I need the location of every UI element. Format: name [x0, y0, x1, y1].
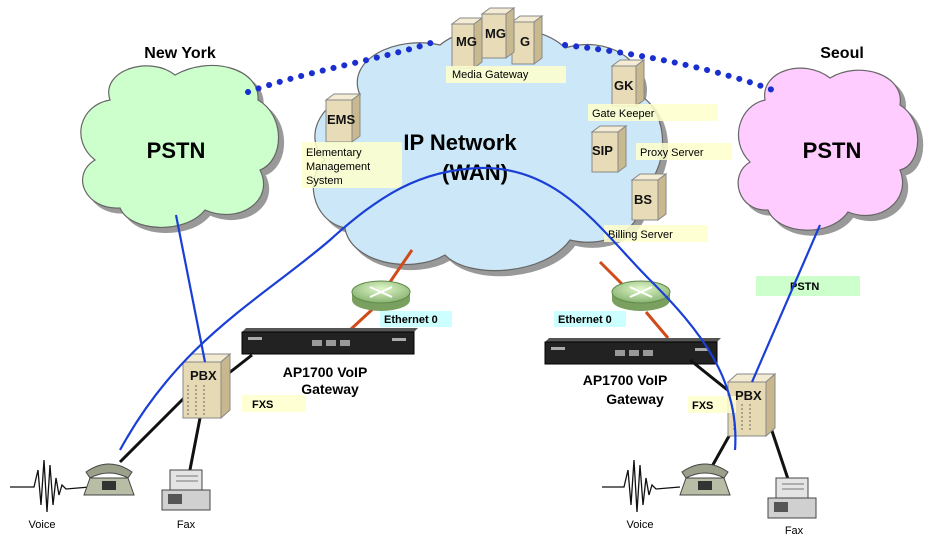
right-pstn-cloud	[737, 67, 919, 231]
right-router	[611, 280, 671, 311]
mg-label-2: MG	[485, 26, 506, 41]
left-fxs-tag	[242, 395, 306, 412]
right-ethernet-link	[644, 311, 670, 339]
media-gateway-tag	[446, 66, 566, 83]
left-router	[351, 280, 411, 311]
left-city-label: New York	[144, 45, 216, 62]
sip-label: SIP	[592, 143, 613, 158]
ems-caption-1: Elementary	[306, 147, 362, 159]
right-voip-gateway	[544, 338, 721, 365]
sip-tag	[636, 143, 732, 160]
gatekeeper-tag	[588, 104, 718, 121]
gatekeeper-server: GK	[610, 59, 646, 107]
right-fxs-label: FXS	[692, 400, 713, 412]
right-ethernet-label: Ethernet 0	[558, 314, 612, 326]
right-fxs-tag	[688, 396, 736, 413]
left-dotted-link	[245, 37, 443, 95]
right-gateway-name-2: Gateway	[606, 391, 664, 407]
gk-label: GK	[614, 78, 634, 93]
right-gateway-pbx-link	[689, 358, 731, 394]
billing-server: BS	[630, 173, 668, 221]
left-pstn-label: PSTN	[147, 138, 206, 163]
left-voice-wave	[10, 459, 91, 513]
gatekeeper-caption: Gate Keeper	[592, 108, 655, 120]
left-fax-icon	[161, 469, 211, 511]
right-pstn-pbx-trunk	[750, 224, 822, 383]
left-pstn-pbx-trunk	[174, 214, 207, 363]
billing-caption: Billing Server	[608, 229, 673, 241]
media-gateway-caption: Media Gateway	[452, 69, 529, 81]
mg-label-1: MG	[456, 34, 477, 49]
media-gateway-server-2: MG	[480, 7, 516, 59]
ems-server: EMS	[324, 93, 362, 143]
ip-network-title: IP Network	[403, 130, 517, 155]
right-voice-label: Voice	[627, 519, 654, 531]
ip-network-subtitle: (WAN)	[442, 160, 508, 185]
left-gateway-name-2: Gateway	[301, 381, 359, 397]
left-fxs-label: FXS	[252, 399, 273, 411]
left-fax-label: Fax	[177, 519, 196, 531]
left-ethernet-label: Ethernet 0	[384, 314, 438, 326]
ems-caption-3: System	[306, 175, 343, 187]
right-pbx-fax-link	[768, 424, 792, 486]
left-gateway-name-1: AP1700 VoIP	[283, 364, 368, 380]
media-gateway-server-3: G	[510, 15, 544, 65]
right-pstn-tag	[756, 276, 860, 296]
left-voice-label: Voice	[29, 519, 56, 531]
right-fax-label: Fax	[785, 525, 804, 535]
right-telephone-icon	[679, 463, 731, 496]
ems-caption-2: Management	[306, 161, 370, 173]
left-ethernet-tag	[380, 311, 452, 327]
left-wan-link	[388, 249, 414, 283]
left-pstn-cloud	[80, 64, 280, 228]
right-pstn-tag-label: PSTN	[790, 281, 819, 293]
ems-label: EMS	[327, 112, 356, 127]
sip-proxy-server: SIP	[590, 125, 628, 173]
left-pbx: PBX	[181, 352, 232, 420]
mg-label-3: G	[520, 34, 530, 49]
sip-caption: Proxy Server	[640, 147, 704, 159]
end-to-end-voip-path	[119, 166, 737, 451]
right-voice-wave	[602, 459, 681, 513]
right-pstn-label: PSTN	[803, 138, 862, 163]
ems-tag	[302, 142, 402, 188]
left-pbx-phone-link	[118, 390, 192, 464]
right-city-label: Seoul	[820, 45, 864, 62]
left-voip-gateway	[241, 328, 418, 355]
bs-label: BS	[634, 192, 652, 207]
right-fax-icon	[767, 477, 817, 519]
left-telephone-icon	[83, 463, 135, 496]
right-ethernet-tag	[554, 311, 626, 327]
right-pbx-label: PBX	[735, 388, 762, 403]
media-gateway-server-1: MG	[450, 17, 484, 69]
left-pbx-label: PBX	[190, 368, 217, 383]
billing-tag	[604, 225, 708, 242]
right-dotted-link	[562, 42, 781, 95]
right-gateway-name-1: AP1700 VoIP	[583, 372, 668, 388]
